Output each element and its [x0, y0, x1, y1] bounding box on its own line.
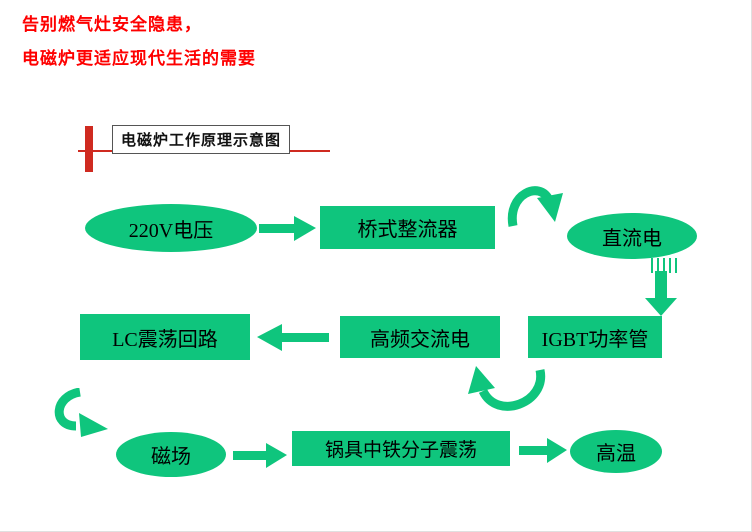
arrow-right-icon: [233, 443, 287, 468]
arrow-right-icon: [519, 438, 567, 463]
node-lc-oscillation-loop: LC震荡回路: [80, 314, 250, 360]
diagram-title: 电磁炉工作原理示意图: [112, 125, 291, 154]
node-voltage-220v: 220V电压: [85, 204, 257, 252]
node-direct-current: 直流电: [567, 213, 697, 259]
curved-arrow-icon: [507, 186, 563, 227]
header-line-1: 告别燃气灶安全隐患，: [22, 15, 202, 35]
header-line-2: 电磁炉更适应现代生活的需要: [22, 49, 256, 69]
hatch-marks-icon: [651, 258, 677, 273]
node-high-temperature: 高温: [570, 430, 662, 473]
curved-arrow-icon: [468, 366, 546, 411]
arrow-right-icon: [259, 216, 316, 241]
arrow-left-icon: [257, 324, 329, 351]
node-igbt-power-tube: IGBT功率管: [528, 316, 662, 358]
node-bridge-rectifier: 桥式整流器: [320, 206, 495, 249]
arrow-down-icon: [645, 271, 677, 316]
node-pot-iron-molecule-vibration: 锅具中铁分子震荡: [292, 431, 510, 466]
node-magnetic-field: 磁场: [116, 432, 226, 477]
node-high-frequency-ac: 高频交流电: [340, 316, 500, 358]
page-header: 告别燃气灶安全隐患， 电磁炉更适应现代生活的需要: [22, 8, 256, 76]
title-accent-bar: [85, 126, 93, 172]
curved-arrow-icon: [54, 388, 108, 437]
